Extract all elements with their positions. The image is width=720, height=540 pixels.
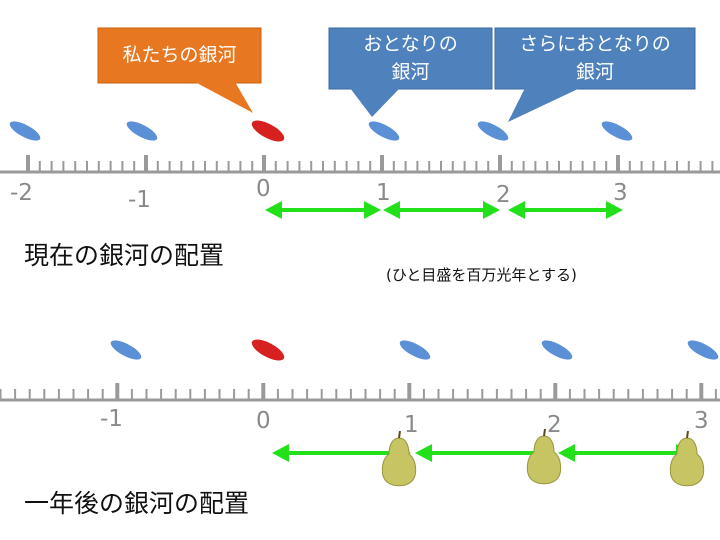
bottom-tick-label: 3 xyxy=(694,408,709,434)
top-tick-label: 1 xyxy=(376,180,391,206)
callout-next-neighbor-line1: さらにおとなりの xyxy=(519,33,671,55)
galaxy-icon xyxy=(601,121,633,141)
double-arrow-icon xyxy=(508,201,623,219)
galaxy-icon xyxy=(399,340,431,360)
bottom-tick-label: 2 xyxy=(547,412,562,438)
pears xyxy=(381,428,705,487)
double-arrow-icon xyxy=(265,201,381,219)
current-layout-heading: 現在の銀河の配置 xyxy=(24,241,225,270)
top-galaxies xyxy=(9,120,633,142)
callout-neighbor-line2: 銀河 xyxy=(391,61,430,83)
callout-next-neighbor xyxy=(494,27,696,122)
top-axis xyxy=(0,155,720,174)
galaxy-icon xyxy=(9,121,41,141)
callout-neighbor xyxy=(328,27,493,117)
galaxy-icon xyxy=(477,121,509,141)
pear-icon xyxy=(381,430,417,487)
bottom-tick-label: 0 xyxy=(256,408,271,434)
top-tick-label: -2 xyxy=(10,180,33,206)
top-tick-label: -1 xyxy=(128,187,151,213)
bottom-axis xyxy=(0,383,720,402)
pear-icon xyxy=(526,428,562,485)
callout-neighbor-line1: おとなりの xyxy=(363,33,458,55)
top-tick-label: 2 xyxy=(496,182,511,208)
one-year-later-heading: 一年後の銀河の配置 xyxy=(24,489,250,518)
double-arrow-icon xyxy=(383,201,500,219)
callout-our-galaxy-label: 私たちの銀河 xyxy=(122,44,237,66)
callout-next-neighbor-line2: 銀河 xyxy=(575,61,614,83)
our-galaxy-icon xyxy=(251,339,285,361)
bottom-tick-label: -1 xyxy=(100,406,123,432)
our-galaxy-icon xyxy=(251,120,285,142)
bottom-galaxies xyxy=(110,339,719,361)
galaxy-icon xyxy=(126,121,158,141)
pear-icon xyxy=(669,430,705,487)
bottom-axis-ticks xyxy=(0,383,717,400)
top-tick-label: 3 xyxy=(613,180,628,206)
bottom-tick-label: 1 xyxy=(404,412,419,438)
galaxy-icon xyxy=(541,340,573,360)
bottom-distance-arrows xyxy=(272,444,693,462)
scale-note: (ひと目盛を百万光年とする) xyxy=(386,266,577,284)
galaxy-icon xyxy=(687,340,719,360)
top-distance-arrows xyxy=(265,201,623,219)
top-axis-ticks xyxy=(26,155,714,172)
galaxy-icon xyxy=(110,340,142,360)
galaxy-icon xyxy=(368,121,400,141)
top-tick-label: 0 xyxy=(256,176,271,202)
callout-our-galaxy xyxy=(97,27,262,113)
